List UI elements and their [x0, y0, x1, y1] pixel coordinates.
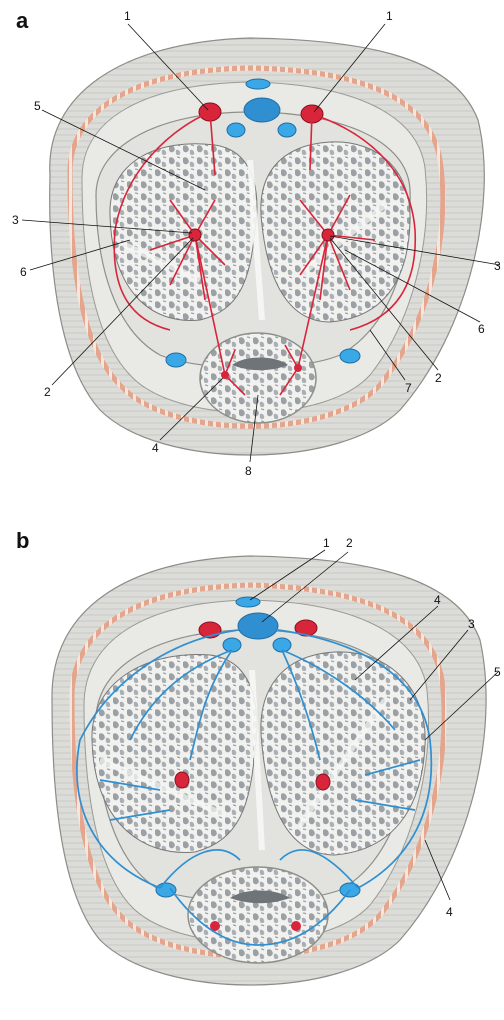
panel-a-deep-artery-left	[189, 229, 201, 241]
panel-b-lateral-vein-left	[156, 883, 176, 897]
panel-b: b	[16, 528, 501, 985]
panel-a-label-3-right: 3	[494, 259, 501, 273]
panel-a-label-1-left: 1	[124, 9, 131, 23]
panel-b-label-2: 2	[346, 536, 353, 550]
panel-b-label-1: 1	[323, 536, 330, 550]
panel-a-deep-dorsal-vein	[244, 98, 280, 122]
panel-a-label-5: 5	[34, 99, 41, 113]
panel-a-circumflex-vein-right	[278, 123, 296, 137]
panel-a-label-1-right: 1	[386, 9, 393, 23]
panel-b-deep-artery-right	[316, 774, 330, 790]
panel-b-spongiosum-artery-right	[291, 921, 301, 931]
panel-b-superficial-dorsal-vein	[236, 597, 260, 607]
panel-b-corpus-spongiosum	[188, 867, 328, 963]
panel-a-letter: a	[16, 8, 29, 33]
panel-a-label-6-left: 6	[20, 265, 27, 279]
panel-b-circumflex-vein-left	[223, 638, 241, 652]
panel-b-letter: b	[16, 528, 29, 553]
panel-a-corpus-cavernosum-right	[261, 142, 410, 322]
panel-a-lateral-vein-left	[166, 353, 186, 367]
panel-a-label-4: 4	[152, 441, 159, 455]
panel-b-circumflex-vein-right	[273, 638, 291, 652]
panel-a-circumflex-vein-left	[227, 123, 245, 137]
panel-b-deep-dorsal-vein	[238, 613, 278, 639]
panel-a-label-8: 8	[245, 464, 252, 478]
panel-a-label-3-left: 3	[12, 213, 19, 227]
panel-b-deep-artery-left	[175, 772, 189, 788]
panel-b-label-4-top: 4	[434, 593, 441, 607]
panel-a-corpus-spongiosum	[200, 333, 316, 423]
panel-a-deep-artery-right	[322, 229, 334, 241]
panel-a-label-6-right: 6	[478, 322, 485, 336]
panel-b-label-4-bottom: 4	[446, 905, 453, 919]
panel-a-bulbourethral-artery-right	[294, 364, 302, 372]
panel-b-label-3: 3	[468, 617, 475, 631]
panel-a-label-2-right: 2	[435, 371, 442, 385]
panel-a-bulbourethral-artery-left	[221, 371, 229, 379]
panel-a-superficial-dorsal-vein	[246, 79, 270, 89]
panel-b-label-5: 5	[494, 665, 501, 679]
panel-a-label-7: 7	[405, 381, 412, 395]
panel-a: a	[12, 8, 501, 478]
panel-a-lateral-vein-right	[340, 349, 360, 363]
panel-a-label-2-left: 2	[44, 385, 51, 399]
